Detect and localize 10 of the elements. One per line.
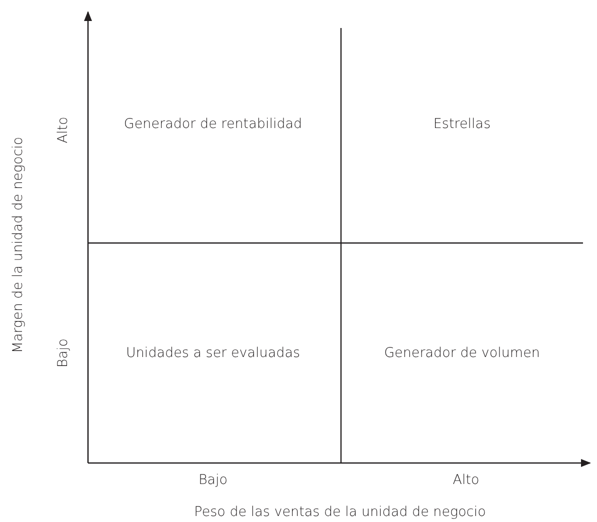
quadrant-label: Generador de volumen — [384, 345, 540, 361]
quadrant-label: Generador de rentabilidad — [124, 116, 302, 132]
axis-title: Margen de la unidad de negocio — [10, 136, 26, 354]
quadrant-label: Unidades a ser evaluadas — [126, 345, 300, 361]
axis-tick-label: Alto — [55, 116, 71, 144]
axis-tick-label: Bajo — [198, 472, 228, 488]
axis-tick-label: Bajo — [55, 338, 71, 368]
quadrant-label: Estrellas — [433, 116, 491, 132]
axis-title: Peso de las ventas de la unidad de negocio — [194, 504, 486, 520]
axis-tick-label: Alto — [452, 472, 480, 488]
